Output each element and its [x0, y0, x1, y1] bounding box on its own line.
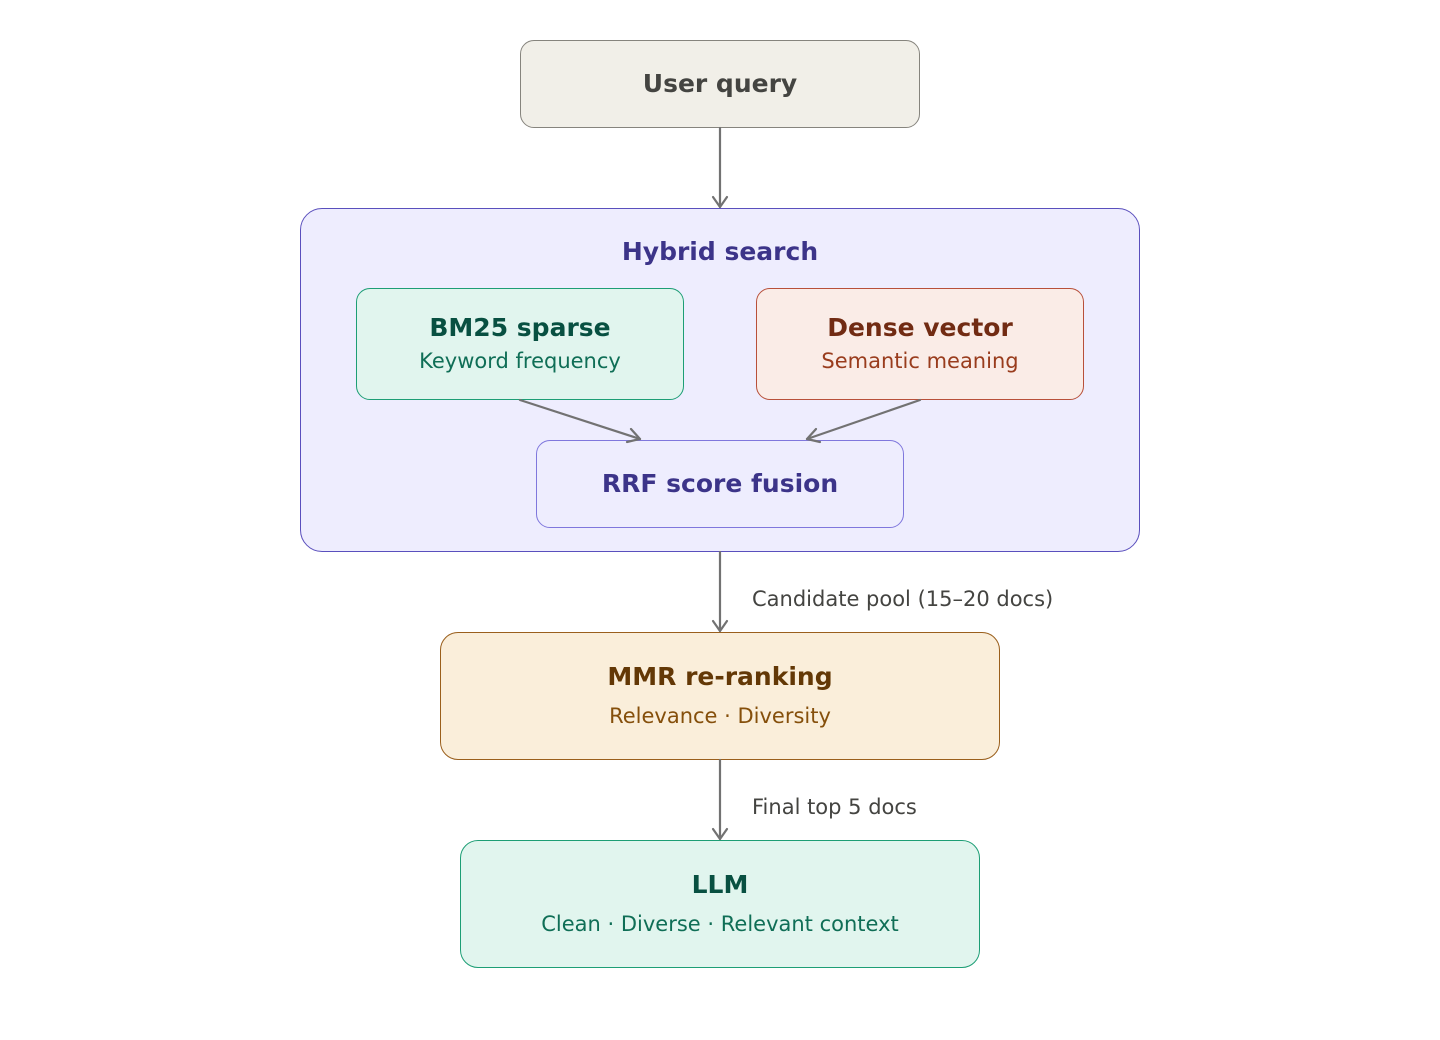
bm25-sparse-node: BM25 sparse Keyword frequency [356, 288, 684, 400]
rrf-score-fusion-node: RRF score fusion [536, 440, 904, 528]
mmr-reranking-title: MMR re-ranking [607, 662, 833, 692]
user-query-node: User query [520, 40, 920, 128]
arrow-hybrid-to-mmr [711, 550, 729, 633]
arrow-query-to-hybrid [711, 126, 729, 209]
bm25-sparse-title: BM25 sparse [429, 313, 611, 343]
final-top-docs-label: Final top 5 docs [752, 795, 917, 819]
llm-title: LLM [691, 870, 749, 900]
hybrid-search-title: Hybrid search [621, 237, 819, 266]
arrow-mmr-to-llm [711, 758, 729, 841]
dense-vector-title: Dense vector [827, 313, 1013, 343]
candidate-pool-label: Candidate pool (15–20 docs) [752, 587, 1054, 611]
user-query-title: User query [642, 69, 798, 98]
llm-subtitle: Clean · Diverse · Relevant context [541, 912, 899, 937]
rrf-score-fusion-title: RRF score fusion [601, 469, 839, 498]
mmr-reranking-subtitle: Relevance · Diversity [609, 704, 831, 729]
llm-node: LLM Clean · Diverse · Relevant context [460, 840, 980, 968]
bm25-sparse-subtitle: Keyword frequency [419, 349, 621, 374]
dense-vector-node: Dense vector Semantic meaning [756, 288, 1084, 400]
dense-vector-subtitle: Semantic meaning [821, 349, 1019, 374]
mmr-reranking-node: MMR re-ranking Relevance · Diversity [440, 632, 1000, 760]
